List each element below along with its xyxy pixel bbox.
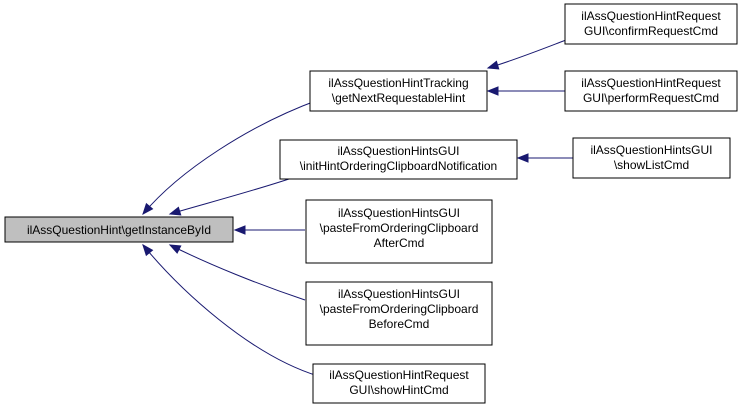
node-init-box (279, 139, 518, 180)
arrowhead-paste_after-to-root (233, 225, 246, 235)
node-confirm[interactable]: ilAssQuestionHintRequest GUI\confirmRequ… (564, 3, 738, 45)
node-show-hint[interactable]: ilAssQuestionHintRequest GUI\showHintCmd (312, 363, 486, 404)
arrowhead-paste_before-to-root (168, 244, 182, 254)
edge-confirm-to-tracking (487, 39, 567, 69)
arrowhead-init-to-root (168, 206, 182, 216)
edge-paste_before-to-root (169, 244, 306, 301)
node-paste-after-label-line3: AfterCmd (374, 236, 425, 250)
node-root-label: ilAssQuestionHint\getInstanceById (27, 223, 211, 237)
node-show-hint-label-line1: ilAssQuestionHintRequest (329, 368, 469, 382)
arrowhead-showlist-to-init (516, 153, 529, 163)
arrowhead-confirm-to-tracking (486, 60, 500, 70)
edge-init-to-root (169, 177, 293, 215)
node-perform[interactable]: ilAssQuestionHintRequest GUI\performRequ… (564, 70, 738, 112)
node-paste-before-label-line2: \pasteFromOrderingClipboard (320, 302, 479, 316)
node-paste-after-box (305, 199, 493, 264)
node-paste-before-label-line1: ilAssQuestionHintsGUI (338, 287, 460, 301)
node-tracking[interactable]: ilAssQuestionHintTracking \getNextReques… (309, 70, 488, 112)
arrowhead-tracking-to-root (142, 202, 154, 216)
node-paste-after-label-line2: \pasteFromOrderingClipboard (320, 221, 479, 235)
arrowhead-perform-to-tracking (486, 86, 499, 96)
node-root[interactable]: ilAssQuestionHint\getInstanceById (4, 216, 234, 243)
node-showlist-label-line2: \showListCmd (614, 158, 689, 172)
node-show-hint-box (312, 363, 486, 404)
node-tracking-label-line1: ilAssQuestionHintTracking (328, 76, 468, 90)
node-confirm-box (564, 3, 738, 45)
node-show-hint-label-line2: GUI\showHintCmd (349, 383, 448, 397)
edge-show_hint-to-root (142, 244, 319, 377)
edges-layer (142, 39, 574, 377)
node-init-label-line2: \initHintOrderingClipboardNotification (300, 159, 497, 173)
node-showlist-box (572, 137, 731, 179)
node-init[interactable]: ilAssQuestionHintsGUI \initHintOrderingC… (279, 139, 518, 180)
node-paste-after[interactable]: ilAssQuestionHintsGUI \pasteFromOrdering… (305, 199, 493, 264)
node-perform-label-line1: ilAssQuestionHintRequest (581, 76, 721, 90)
node-paste-before-box (305, 281, 493, 346)
node-init-label-line1: ilAssQuestionHintsGUI (337, 144, 459, 158)
node-paste-after-label-line1: ilAssQuestionHintsGUI (338, 206, 460, 220)
node-tracking-label-line2: \getNextRequestableHint (332, 91, 466, 105)
arrowhead-show_hint-to-root (142, 243, 154, 257)
node-paste-before[interactable]: ilAssQuestionHintsGUI \pasteFromOrdering… (305, 281, 493, 346)
node-tracking-box (309, 70, 488, 112)
node-root-box (4, 216, 234, 243)
node-confirm-label-line2: GUI\confirmRequestCmd (584, 24, 718, 38)
node-showlist[interactable]: ilAssQuestionHintsGUI \showListCmd (572, 137, 731, 179)
node-showlist-label-line1: ilAssQuestionHintsGUI (590, 143, 712, 157)
node-perform-label-line2: GUI\performRequestCmd (583, 91, 719, 105)
node-confirm-label-line1: ilAssQuestionHintRequest (581, 9, 721, 23)
node-perform-box (564, 70, 738, 112)
node-paste-before-label-line3: BeforeCmd (369, 317, 430, 331)
edge-tracking-to-root (142, 99, 319, 215)
